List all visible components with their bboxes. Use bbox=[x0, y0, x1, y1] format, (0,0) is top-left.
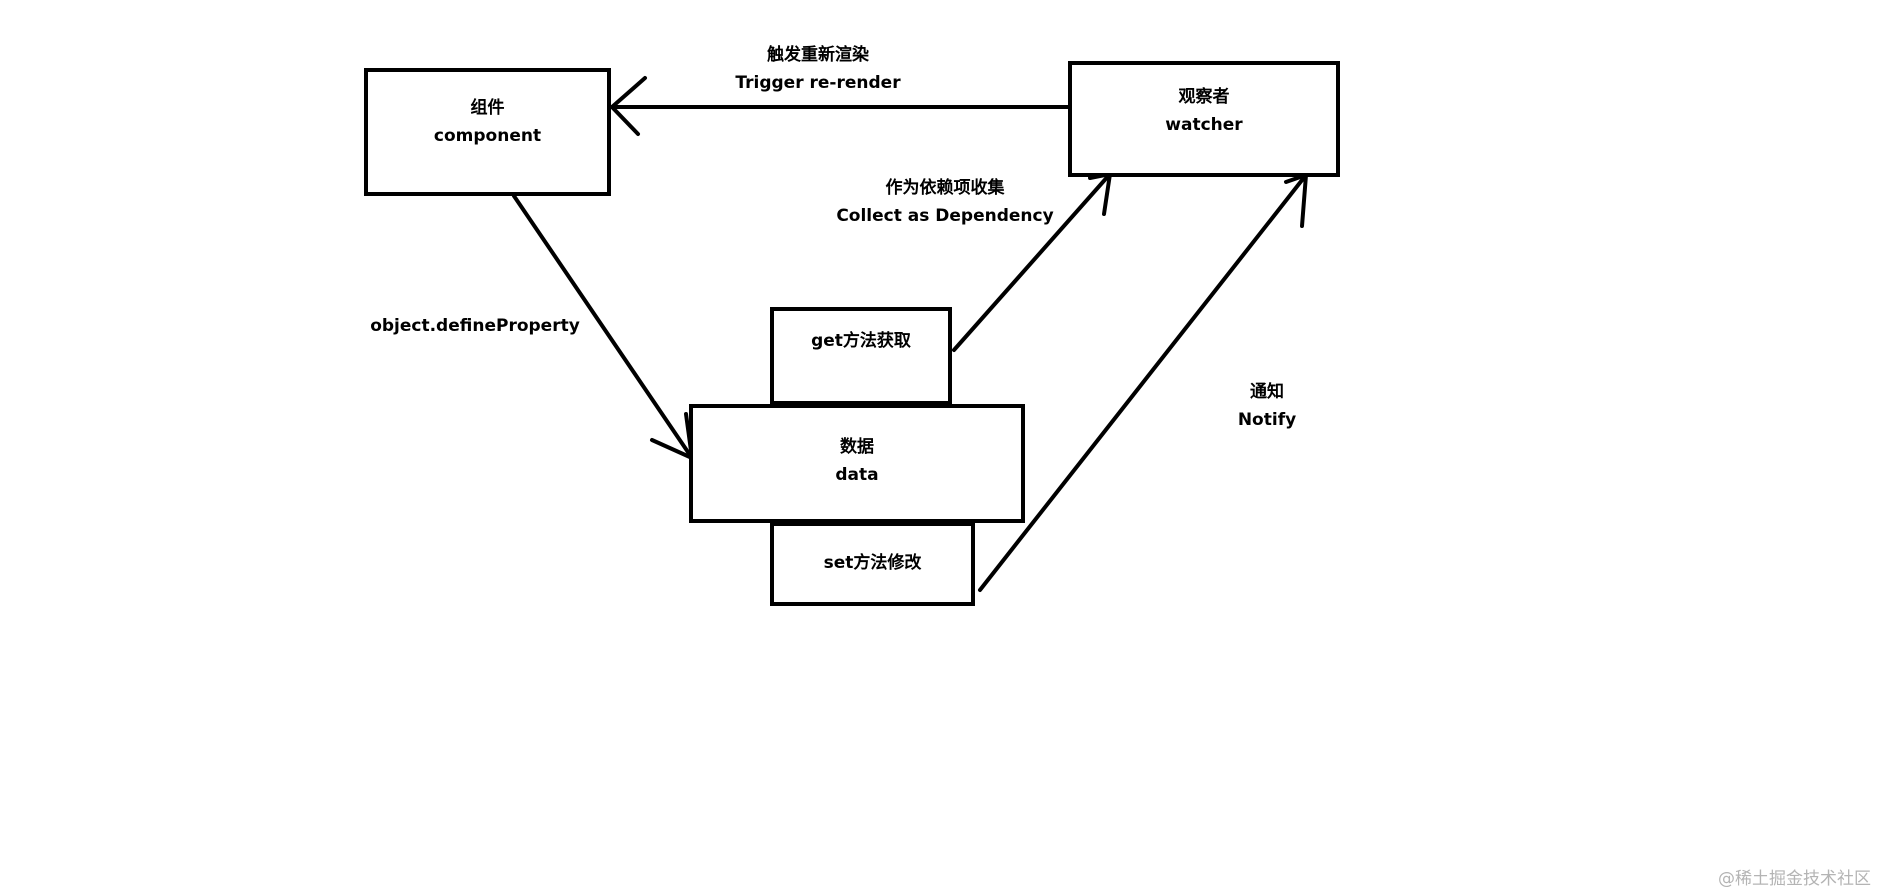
notify-label-zh: 通知 bbox=[1250, 382, 1284, 402]
notify-label-en: Notify bbox=[1237, 410, 1297, 430]
getter-node: get方法获取 bbox=[770, 307, 952, 405]
component-label-zh: 组件 bbox=[470, 98, 505, 118]
trigger-label-zh: 触发重新渲染 bbox=[767, 45, 869, 65]
data-label-en: data bbox=[835, 465, 879, 485]
watermark: @稀土掘金技术社区 bbox=[1718, 869, 1871, 889]
setter-node: set方法修改 bbox=[770, 522, 975, 606]
watcher-label-en: watcher bbox=[1165, 115, 1243, 135]
define-property-label: object.defineProperty bbox=[370, 316, 580, 336]
component-node: 组件 component bbox=[364, 68, 611, 196]
data-label-zh: 数据 bbox=[840, 437, 874, 457]
collect-label-zh: 作为依赖项收集 bbox=[885, 178, 1005, 198]
watcher-node: 观察者 watcher bbox=[1068, 61, 1340, 177]
component-label-en: component bbox=[433, 126, 542, 146]
data-node: 数据 data bbox=[689, 404, 1025, 523]
getter-label: get方法获取 bbox=[811, 331, 911, 351]
collect-label: 作为依赖项收集 Collect as Dependency bbox=[835, 174, 1055, 230]
notify-label: 通知 Notify bbox=[1222, 378, 1312, 434]
trigger-label-en: Trigger re-render bbox=[735, 73, 901, 93]
setter-label: set方法修改 bbox=[823, 553, 922, 573]
watcher-label-zh: 观察者 bbox=[1178, 87, 1230, 107]
trigger-label: 触发重新渲染 Trigger re-render bbox=[718, 41, 918, 97]
collect-label-en: Collect as Dependency bbox=[836, 206, 1054, 226]
trigger-rerender-arrow bbox=[610, 76, 1070, 136]
